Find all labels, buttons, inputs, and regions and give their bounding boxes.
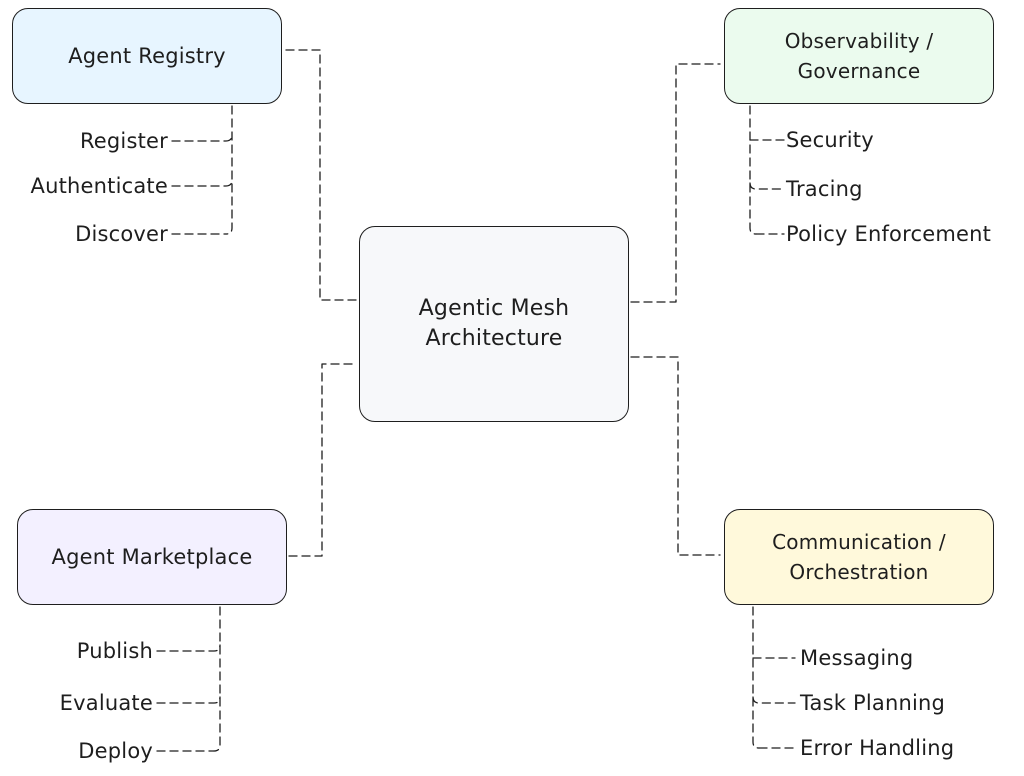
connector-communication-spine bbox=[752, 606, 760, 749]
observability-governance-label: Observability / Governance bbox=[784, 29, 934, 83]
connector-marketplace-evaluate bbox=[156, 696, 221, 704]
agent-registry-node: Agent Registry bbox=[12, 8, 282, 104]
leaf-publish: Publish bbox=[76, 639, 153, 663]
communication-orchestration-node: Communication / Orchestration bbox=[724, 509, 994, 605]
leaf-task-planning: Task Planning bbox=[800, 691, 946, 715]
connector-center-communication bbox=[630, 356, 721, 556]
leaf-policy-enforcement: Policy Enforcement bbox=[786, 222, 992, 246]
leaf-tracing: Tracing bbox=[786, 177, 863, 201]
connector-registry-spine bbox=[225, 105, 233, 235]
agent-marketplace-label: Agent Marketplace bbox=[51, 545, 253, 569]
leaf-evaluate: Evaluate bbox=[59, 691, 153, 715]
connector-registry-authenticate bbox=[171, 179, 233, 187]
connector-communication-task-planning bbox=[752, 696, 796, 704]
connector-marketplace-publish bbox=[156, 644, 221, 652]
observability-governance-node: Observability / Governance bbox=[724, 8, 994, 104]
center-node: Agentic Mesh Architecture bbox=[359, 226, 629, 422]
communication-orchestration-label: Communication / Orchestration bbox=[772, 530, 946, 584]
connector-registry-register bbox=[171, 134, 233, 142]
connector-center-registry bbox=[285, 49, 358, 301]
connector-marketplace-spine bbox=[213, 606, 221, 752]
leaf-register: Register bbox=[79, 129, 168, 153]
leaf-security: Security bbox=[786, 128, 874, 152]
connector-center-marketplace bbox=[288, 363, 358, 557]
leaf-deploy: Deploy bbox=[78, 739, 153, 763]
connector-observability-spine bbox=[749, 105, 757, 235]
connector-observability-tracing bbox=[749, 182, 785, 190]
leaf-messaging: Messaging bbox=[800, 646, 914, 670]
leaf-discover: Discover bbox=[75, 222, 168, 246]
leaf-authenticate: Authenticate bbox=[30, 174, 168, 198]
agent-registry-label: Agent Registry bbox=[68, 44, 226, 68]
center-node-label: Agentic Mesh Architecture bbox=[418, 296, 570, 351]
agent-marketplace-node: Agent Marketplace bbox=[17, 509, 287, 605]
leaf-error-handling: Error Handling bbox=[800, 736, 955, 760]
connector-center-observability bbox=[630, 63, 721, 303]
